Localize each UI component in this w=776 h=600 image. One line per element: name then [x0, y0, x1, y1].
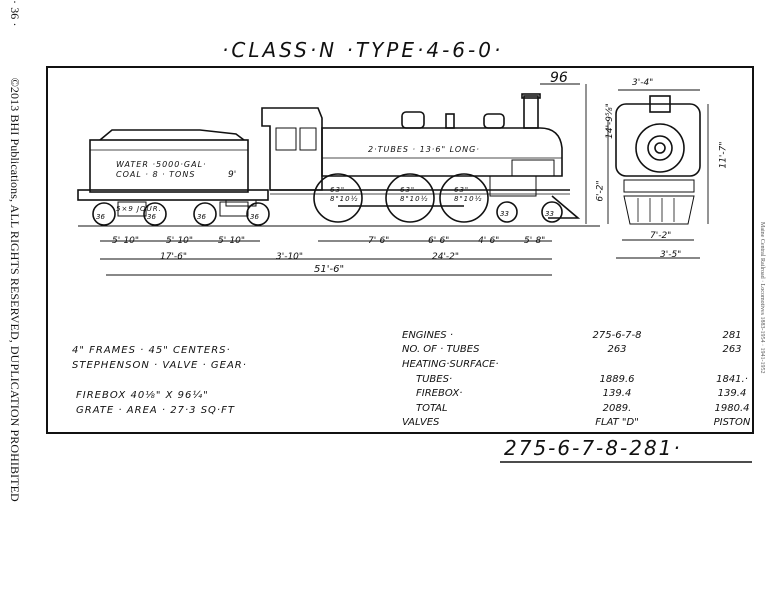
specifications-table: ENGINES · 275-6-7-8 281 NO. OF · TUBES 2…	[402, 328, 772, 430]
spec-label: ENGINES ·	[402, 329, 454, 341]
spec-value-b: 263	[722, 344, 742, 356]
svg-text:33: 33	[500, 210, 509, 218]
dim-6-6: 6'-6"	[428, 236, 450, 246]
dim-overall-length: 51'-6"	[314, 264, 345, 275]
spec-value-b: 1980.4	[714, 402, 750, 414]
truck-wheel-1	[496, 201, 518, 223]
spec-value-b: 281	[722, 329, 742, 341]
spec-value-b: 139.4	[717, 388, 747, 400]
pilot	[548, 195, 581, 219]
tender-wheel-1	[92, 202, 116, 226]
spec-label: TOTAL	[416, 402, 448, 414]
svg-text:36: 36	[250, 213, 259, 221]
driver-label-1: 63" 8"10½	[330, 186, 359, 203]
table-row: NO. OF · TUBES 263 263	[402, 343, 772, 358]
table-row: HEATING·SURFACE·	[402, 357, 772, 372]
dim-4-6: 4'-6"	[478, 236, 500, 246]
table-row: FIREBOX· 139.4 139.4	[402, 386, 772, 401]
steam-dome	[401, 111, 425, 129]
dim-96: 96	[550, 70, 568, 86]
spec-value-a: 2089.	[602, 402, 632, 414]
dim-24-2: 24'-2"	[432, 252, 460, 262]
spec-value-a: 139.4	[602, 388, 632, 400]
cab	[261, 107, 323, 191]
svg-text:36: 36	[147, 213, 156, 221]
journal-label: 5×9 JOUR.	[116, 205, 162, 213]
dim-3-10: 3'-10"	[276, 252, 304, 262]
driver-label-3: 63" 8"10½	[454, 186, 483, 203]
dim-9: 9'	[228, 170, 237, 180]
spec-value-b	[692, 357, 772, 372]
sand-dome	[483, 113, 505, 129]
drawing-frame	[46, 66, 754, 434]
spec-label: HEATING·SURFACE·	[402, 358, 499, 370]
tender-wheel-4	[246, 202, 270, 226]
note-firebox: FIREBOX 40⅛" X 96¼"	[76, 390, 209, 401]
driver-wheel-3	[439, 173, 489, 223]
tender-wheel-3	[193, 202, 217, 226]
dim-5-10-a: 5'-10"	[112, 236, 140, 246]
dim-5-10-b: 5'-10"	[166, 236, 194, 246]
dim-3-5: 3'-5"	[660, 250, 682, 260]
dim-3-4: 3'-4"	[632, 78, 654, 88]
dim-5-8: 5'-8"	[524, 236, 546, 246]
smokestack	[523, 95, 539, 129]
dim-11-7: 11'-7"	[718, 141, 729, 169]
tender-coal-bunker	[99, 129, 245, 141]
note-valve-gear: STEPHENSON · VALVE · GEAR·	[72, 360, 247, 371]
boiler-tubes-label: 2·TUBES · 13·6" LONG·	[368, 145, 480, 154]
spec-label: TUBES·	[416, 373, 453, 385]
spec-label: FIREBOX·	[416, 388, 463, 400]
dim-7-6: 7'-6"	[368, 236, 390, 246]
diagram-title: ·CLASS·N ·TYPE·4-6-0·	[222, 38, 504, 62]
spec-value-b: 1841.·	[716, 373, 748, 385]
spec-value-a: 1889.6	[599, 373, 635, 385]
driver-label-2: 63" 8"10½	[400, 186, 429, 203]
table-row: TOTAL 2089. 1980.4	[402, 401, 772, 416]
boiler	[321, 127, 563, 177]
spec-value-a: 263	[607, 344, 627, 356]
dim-6-2: 6'-2"	[595, 180, 606, 202]
spec-value-b: PISTON	[713, 417, 751, 429]
tender-water-label: WATER ·5000·GAL·	[116, 160, 207, 169]
dim-5-10-c: 5'-10"	[218, 236, 246, 246]
spec-value-a: FLAT "D"	[595, 417, 639, 429]
note-frames: 4" FRAMES · 45" CENTERS·	[72, 345, 231, 356]
table-row: TUBES· 1889.6 1841.·	[402, 372, 772, 387]
note-grate-area: GRATE · AREA · 27·3 SQ·FT	[76, 405, 235, 416]
front-view-cab	[615, 103, 701, 177]
spec-label: NO. OF · TUBES	[402, 344, 480, 356]
cylinder	[489, 175, 537, 197]
dim-14-9: 14'-9⅝"	[604, 103, 615, 139]
front-view-smokebox	[635, 123, 685, 173]
table-row: VALVES FLAT "D" PISTON	[402, 416, 772, 431]
dim-7-2: 7'-2"	[650, 231, 672, 241]
spec-value-a: 275-6-7-8	[592, 329, 642, 341]
engine-numbers: 275-6-7-8-281·	[504, 436, 682, 460]
svg-text:36: 36	[197, 213, 206, 221]
tender-coal-label: COAL · 8 · TONS	[116, 170, 196, 179]
spec-label: VALVES	[402, 417, 440, 429]
svg-text:36: 36	[96, 213, 105, 221]
tender-body	[89, 139, 249, 193]
truck-wheel-2	[541, 201, 563, 223]
tender-wheel-2	[143, 202, 167, 226]
svg-text:33: 33	[545, 210, 554, 218]
driver-wheel-1	[313, 173, 363, 223]
dim-17-6: 17'-6"	[160, 252, 188, 262]
spec-value-a	[542, 357, 692, 372]
driver-wheel-2	[385, 173, 435, 223]
table-row: ENGINES · 275-6-7-8 281	[402, 328, 772, 343]
